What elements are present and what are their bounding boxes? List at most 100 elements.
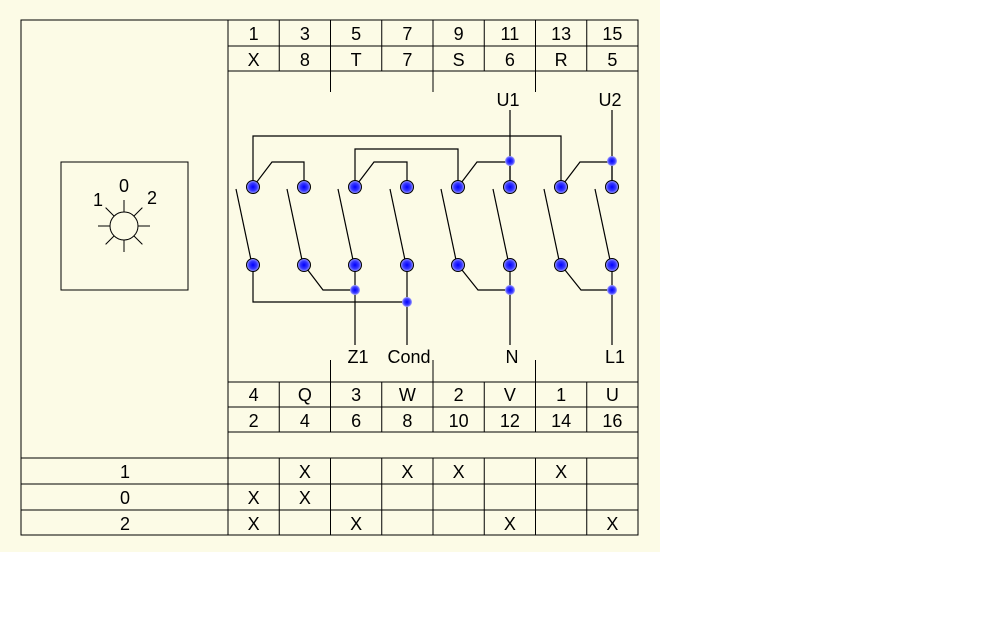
junction-dot xyxy=(607,285,617,295)
wire xyxy=(252,161,305,188)
table-mark: X xyxy=(606,514,618,534)
table-mark: X xyxy=(248,488,260,508)
bottom-terminal-number: 14 xyxy=(551,411,571,431)
bottom-terminal-number: 4 xyxy=(300,411,310,431)
dial-box xyxy=(60,161,189,291)
wire-label-u1: U1 xyxy=(496,90,519,110)
contact-terminal xyxy=(400,258,414,272)
bottom-terminal-code: 2 xyxy=(454,385,464,405)
contact-terminal xyxy=(605,180,619,194)
dial-knob-icon xyxy=(109,211,139,241)
contact-terminal xyxy=(503,180,517,194)
dial-tick xyxy=(133,235,143,245)
contact-terminal xyxy=(297,258,311,272)
switch-blade xyxy=(440,188,457,261)
top-terminal-number: 9 xyxy=(454,24,464,44)
table-position-label: 0 xyxy=(120,488,130,508)
dial-position-label: 1 xyxy=(93,190,103,210)
wire xyxy=(252,265,407,303)
wire-label-z1: Z1 xyxy=(347,347,368,367)
top-terminal-code: T xyxy=(351,50,362,70)
wire xyxy=(457,161,511,188)
bottom-terminal-code: 3 xyxy=(351,385,361,405)
wire-label-l1: L1 xyxy=(605,347,625,367)
top-terminal-code: 6 xyxy=(505,50,515,70)
dial-tick xyxy=(105,207,115,217)
junction-dot xyxy=(607,156,617,166)
top-terminal-number: 11 xyxy=(501,24,520,44)
wire xyxy=(252,135,562,187)
bottom-terminal-number: 6 xyxy=(351,411,361,431)
bottom-terminal-number: 12 xyxy=(500,411,520,431)
bottom-terminal-code: W xyxy=(399,385,416,405)
bottom-terminal-number: 8 xyxy=(402,411,412,431)
top-terminal-code: 5 xyxy=(607,50,617,70)
table-mark: X xyxy=(350,514,362,534)
table-mark: X xyxy=(453,462,465,482)
switch-blade xyxy=(389,188,406,261)
top-terminal-code: 7 xyxy=(402,50,412,70)
top-terminal-number: 7 xyxy=(402,24,412,44)
contact-terminal xyxy=(554,258,568,272)
bottom-terminal-number: 10 xyxy=(449,411,469,431)
contact-terminal xyxy=(348,180,362,194)
dial-position-label: 0 xyxy=(119,176,129,196)
table-mark: X xyxy=(299,488,311,508)
wire-label-n: N xyxy=(506,347,519,367)
top-terminal-number: 5 xyxy=(351,24,361,44)
junction-dot xyxy=(350,285,360,295)
contact-terminal xyxy=(246,258,260,272)
wire-label-cond: Cond xyxy=(387,347,430,367)
contact-terminal xyxy=(246,180,260,194)
wire xyxy=(560,161,613,188)
bottom-terminal-code: U xyxy=(606,385,619,405)
bottom-terminal-code: 1 xyxy=(556,385,566,405)
dial-tick xyxy=(133,207,143,217)
switch-blade xyxy=(492,188,509,261)
top-terminal-number: 13 xyxy=(551,24,571,44)
table-mark: X xyxy=(248,514,260,534)
junction-dot xyxy=(505,156,515,166)
contact-terminal xyxy=(451,180,465,194)
table-position-label: 1 xyxy=(120,462,130,482)
contact-terminal xyxy=(605,258,619,272)
contact-terminal xyxy=(348,258,362,272)
wire xyxy=(457,264,510,291)
top-terminal-code: X xyxy=(248,50,260,70)
switch-blade xyxy=(337,188,354,261)
contact-terminal xyxy=(554,180,568,194)
wire xyxy=(354,148,459,187)
switch-blade xyxy=(286,188,303,261)
table-mark: X xyxy=(555,462,567,482)
wire xyxy=(560,264,612,291)
wire xyxy=(354,161,408,188)
contact-terminal xyxy=(400,180,414,194)
table-mark: X xyxy=(401,462,413,482)
bottom-terminal-code: V xyxy=(504,385,516,405)
table-mark: X xyxy=(299,462,311,482)
bottom-terminal-code: Q xyxy=(298,385,312,405)
bottom-terminal-code: 4 xyxy=(249,385,259,405)
dial-tick xyxy=(105,235,115,245)
table-mark: X xyxy=(504,514,516,534)
top-terminal-code: 8 xyxy=(300,50,310,70)
dial-position-label: 2 xyxy=(147,188,157,208)
contact-terminal xyxy=(503,258,517,272)
wire-label-u2: U2 xyxy=(598,90,621,110)
top-terminal-number: 1 xyxy=(249,24,259,44)
bottom-terminal-number: 2 xyxy=(249,411,259,431)
junction-dot xyxy=(505,285,515,295)
top-terminal-code: R xyxy=(555,50,568,70)
top-terminal-number: 15 xyxy=(602,24,622,44)
top-terminal-number: 3 xyxy=(300,24,310,44)
top-terminal-code: S xyxy=(453,50,465,70)
contact-terminal xyxy=(451,258,465,272)
switch-blade xyxy=(594,188,611,261)
bottom-terminal-number: 16 xyxy=(602,411,622,431)
wire xyxy=(303,264,355,291)
table-position-label: 2 xyxy=(120,514,130,534)
switch-blade xyxy=(235,188,252,261)
contact-terminal xyxy=(297,180,311,194)
switch-blade xyxy=(543,188,560,261)
